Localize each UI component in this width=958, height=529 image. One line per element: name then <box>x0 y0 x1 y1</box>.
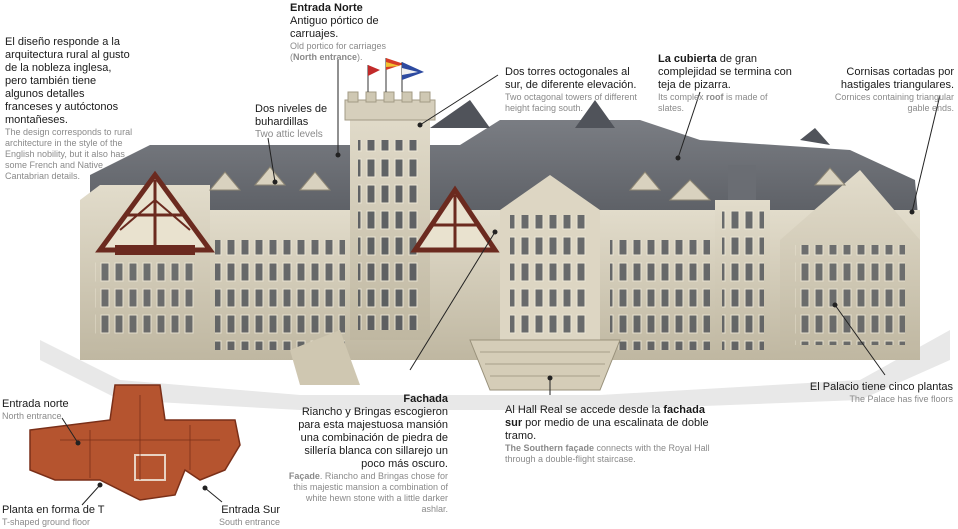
intro-es: El diseño responde a la arquitectura rur… <box>5 36 130 126</box>
roof-es: La cubierta de gran complejidad se termi… <box>658 53 792 91</box>
leader-roof <box>677 91 701 159</box>
leader-attics <box>267 137 276 183</box>
facade-title: Fachada <box>403 393 448 405</box>
towers-es: Dos torres octogonales al sur, de difere… <box>505 66 637 91</box>
plan-south-en: South entrance <box>218 517 280 527</box>
cornices-annotation: Cornisas cortadas por hastigales triangu… <box>830 66 954 114</box>
hall-annotation: Al Hall Real se accede desde la fachada … <box>505 404 725 465</box>
plan-north-annotation: Entrada norte North entrance <box>2 398 102 422</box>
north-entrance-es: Antiguo pórtico de carruajes. <box>290 15 379 40</box>
cornices-en: Cornices containing triangular gable end… <box>834 92 954 113</box>
attics-annotation: Dos niveles de buhardillas Two attic lev… <box>255 103 355 140</box>
leader-facade <box>409 231 496 371</box>
leader-floors <box>834 304 886 376</box>
plan-leader-t <box>81 484 101 506</box>
leader-towers <box>419 74 499 126</box>
cornices-es: Cornisas cortadas por hastigales triangu… <box>840 66 954 91</box>
rear-roof-ridge <box>430 100 490 128</box>
towers-en: Two octagonal towers of different height… <box>505 92 637 113</box>
flag-spain <box>386 58 404 70</box>
plan-north-es: Entrada norte <box>2 398 69 410</box>
plan-south-annotation: Entrada Sur South entrance <box>190 504 280 528</box>
plan-t-annotation: Planta en forma de T T-shaped ground flo… <box>2 504 132 528</box>
attics-es: Dos niveles de buhardillas <box>255 103 328 128</box>
facade-en: Façade. Riancho and Bringas chose for th… <box>288 471 448 514</box>
plan-south-es: Entrada Sur <box>221 504 280 516</box>
floors-es: El Palacio tiene cinco plantas <box>809 381 953 393</box>
north-entrance-annotation: Entrada Norte Antiguo pórtico de carruaj… <box>290 2 410 63</box>
intro-en: The design corresponds to rural architec… <box>5 127 133 181</box>
hall-es: Al Hall Real se accede desde la fachada … <box>505 404 709 442</box>
flag-red <box>368 65 380 76</box>
north-entrance-title: Entrada Norte <box>290 2 363 14</box>
floors-en: The Palace has five floors <box>849 394 953 404</box>
plan-t-en: T-shaped ground floor <box>2 517 91 527</box>
hall-en: The Southern façade connects with the Ro… <box>505 443 710 464</box>
attics-en: Two attic levels <box>255 129 323 140</box>
plan-leader-south <box>204 487 223 503</box>
leader-cornices <box>911 94 941 213</box>
plan-t-es: Planta en forma de T <box>2 504 105 516</box>
roof-annotation: La cubierta de gran complejidad se termi… <box>658 53 793 114</box>
ground-shadow <box>40 330 950 410</box>
facade-annotation: Fachada Riancho y Bringas escogieron par… <box>280 393 448 515</box>
plan-north-en: North entrance <box>2 411 62 421</box>
facade-es: Riancho y Bringas escogieron para esta m… <box>298 406 448 470</box>
floor-plan-shape <box>29 384 241 501</box>
floors-annotation: El Palacio tiene cinco plantas The Palac… <box>790 381 953 405</box>
roof-en: Its complex roof is made of slates. <box>658 92 768 113</box>
intro-annotation: El diseño responde a la arquitectura rur… <box>5 36 135 182</box>
towers-annotation: Dos torres octogonales al sur, de difere… <box>505 66 645 114</box>
north-entrance-en: Old portico for carriages (North entranc… <box>290 41 387 62</box>
floor-plan <box>29 384 241 506</box>
south-staircase <box>469 339 621 391</box>
plan-leader-north <box>61 417 79 444</box>
